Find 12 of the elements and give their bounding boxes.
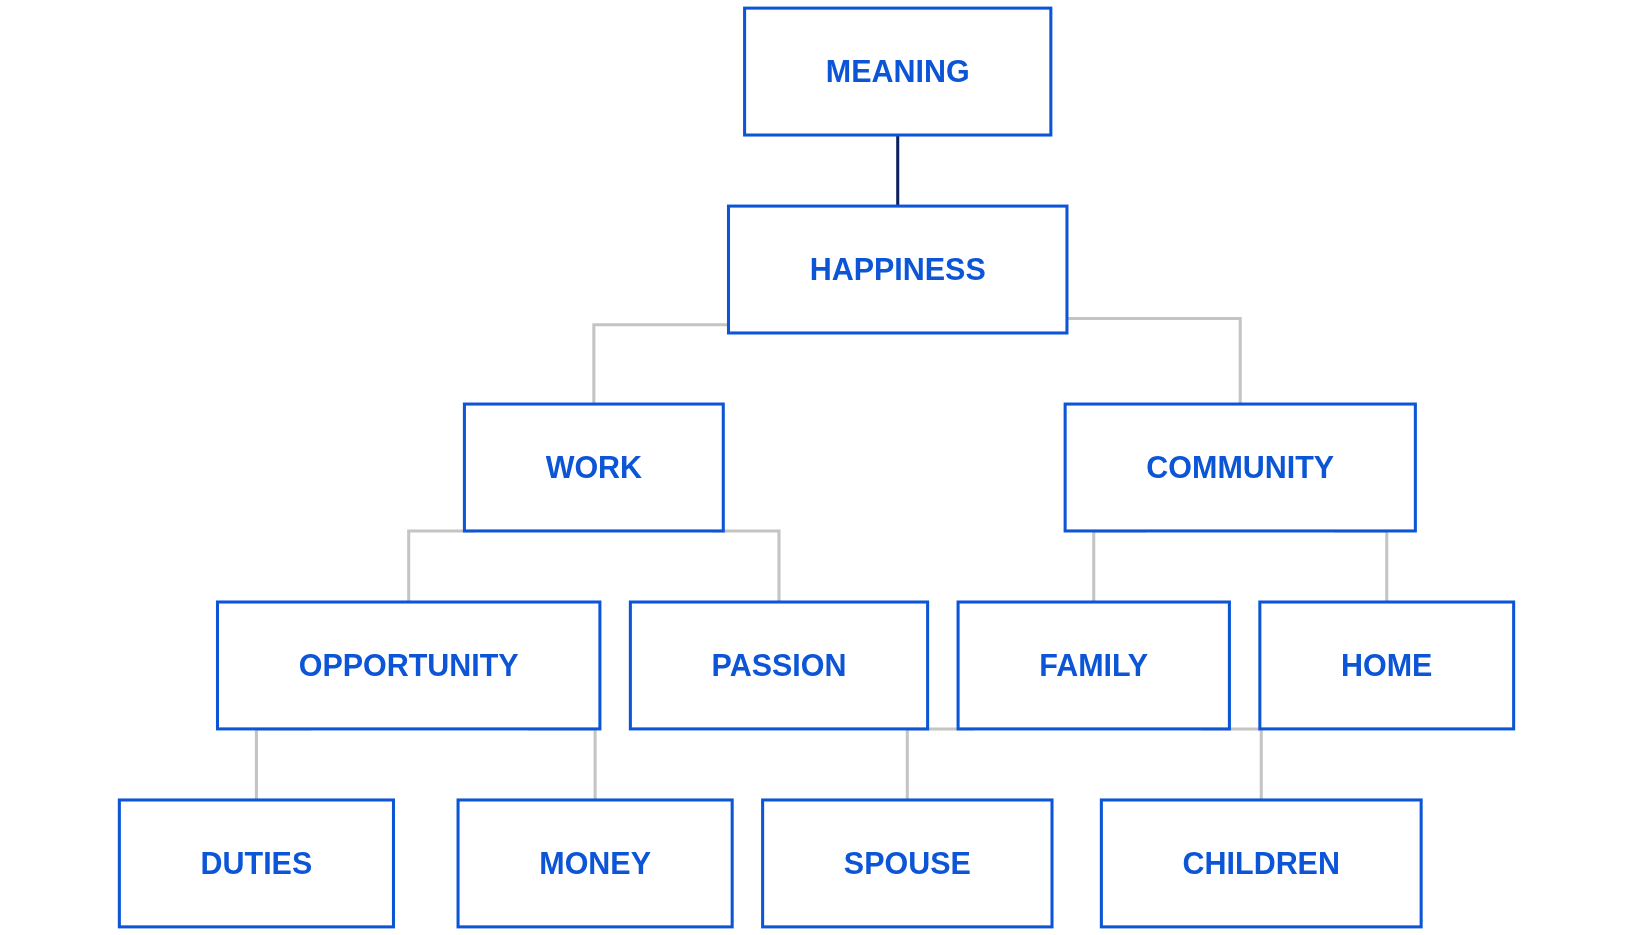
node-box: MONEY (456, 798, 734, 929)
node-box: HOME (1258, 600, 1516, 731)
node-box: SPOUSE (761, 798, 1054, 929)
node-box: WORK (462, 402, 725, 533)
node-box: OPPORTUNITY (215, 600, 602, 731)
node-box: PASSION (628, 600, 930, 731)
node-box: HAPPINESS (726, 204, 1069, 335)
node-box: COMMUNITY (1063, 402, 1417, 533)
node-box: FAMILY (956, 600, 1231, 731)
node-box: DUTIES (117, 798, 395, 929)
node-box: MEANING (743, 6, 1053, 137)
node-box: CHILDREN (1099, 798, 1423, 929)
